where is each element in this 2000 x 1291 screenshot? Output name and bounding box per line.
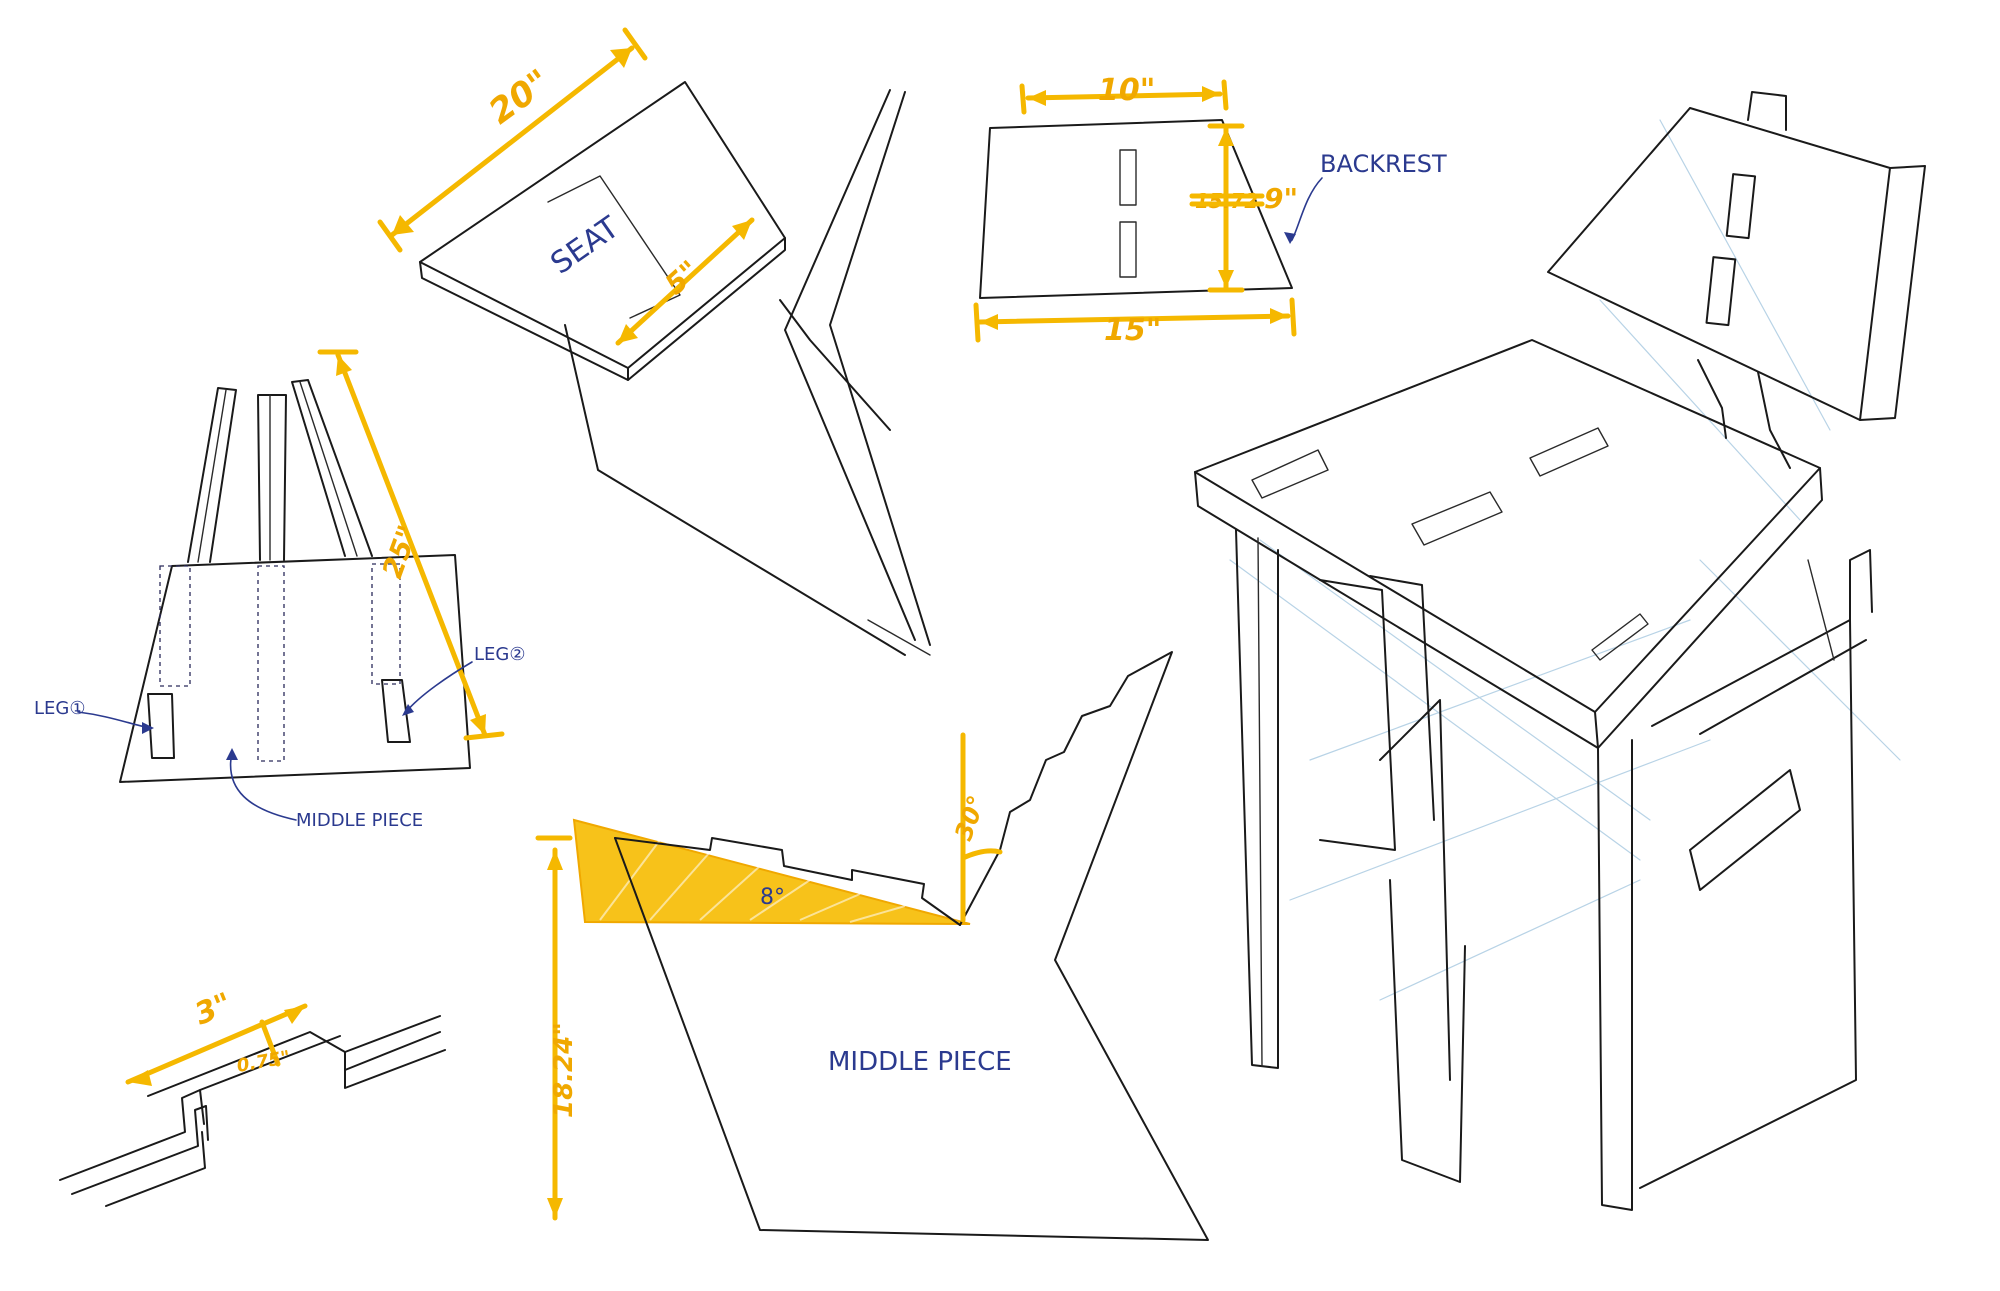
seat-sketch: 20" 5" SEAT: [377, 27, 931, 656]
seat-label: SEAT: [545, 210, 627, 282]
leg-left-label: LEG①: [34, 698, 86, 719]
notch-length-dim: 3": [190, 986, 237, 1032]
backrest-bottom-dim: 15": [1104, 313, 1161, 348]
backrest-height-dim: 9": [1264, 182, 1298, 215]
angle-slope: 8°: [760, 885, 785, 910]
chair-backrest: [1547, 107, 1891, 421]
seat-width-dim-line: [389, 45, 635, 238]
angle-top: 30°: [949, 792, 991, 844]
leg-right-label: LEG②: [474, 644, 526, 665]
middle-height-dim: 18.24": [549, 1022, 579, 1118]
middle-piece-label: MIDDLE PIECE: [828, 1047, 1012, 1077]
legs-middle-label: MIDDLE PIECE: [296, 810, 423, 831]
notch-depth-dim: 0.75": [235, 1047, 292, 1077]
backrest-label: BACKREST: [1320, 150, 1447, 178]
middle-piece-sketch: 30° 8° 18.24" MIDDLE PIECE: [535, 651, 1209, 1241]
chair-seat: [1194, 339, 1821, 713]
chair-perspective-sketch: [1194, 91, 1926, 1211]
seat-width-dim: 20": [482, 62, 558, 133]
seat-slot-dim: 5": [659, 254, 706, 301]
legs-sketch: 25" LEG① LEG② MIDDLE PIECE: [34, 349, 526, 831]
backrest-sketch: 10" 15.72 9" 15" BACKREST: [973, 73, 1447, 348]
seat-slot-dim-line: [615, 217, 755, 346]
backrest-top-dim: 10": [1098, 73, 1155, 108]
notch-detail: 3" 0.75": [59, 986, 446, 1207]
backrest-height-struck: 15.72: [1195, 189, 1258, 213]
legs-height-dim: 25": [376, 521, 425, 583]
